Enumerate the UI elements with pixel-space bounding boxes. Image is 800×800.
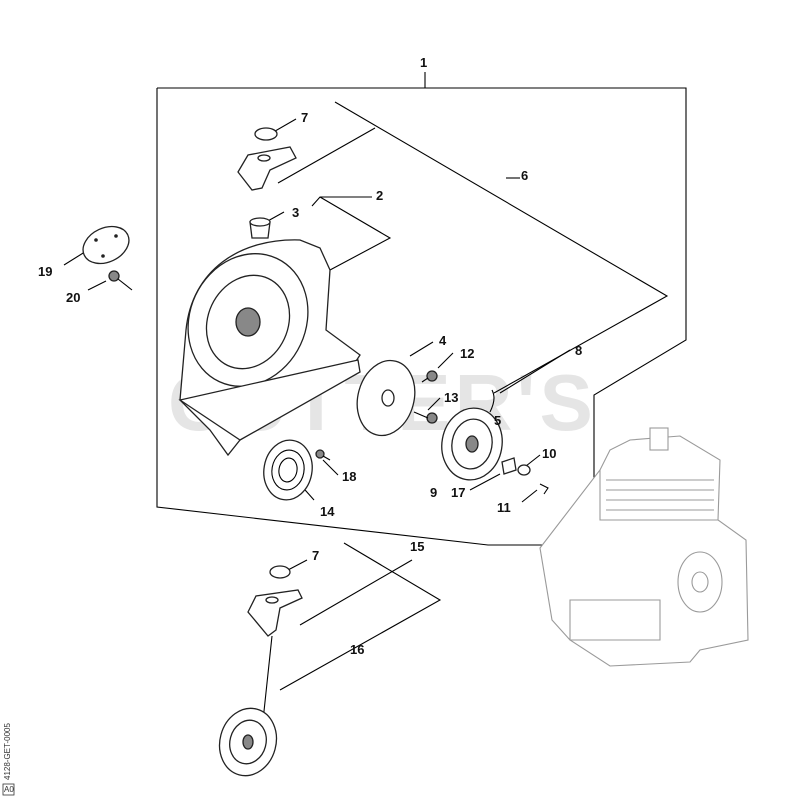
callout-17: 17 (451, 485, 465, 500)
starter-handle-lower (247, 565, 303, 637)
callout-6: 6 (521, 168, 528, 183)
callout-9: 9 (430, 485, 437, 500)
engine-block (539, 427, 749, 667)
callout-11: 11 (497, 500, 511, 515)
leader-lines (63, 101, 669, 691)
washer-10 (517, 464, 531, 476)
rope-rotor-lower (218, 707, 278, 777)
rope-guide-bushing (249, 217, 271, 239)
cover-plate (82, 225, 130, 265)
callout-4: 4 (439, 333, 447, 348)
drawing-code: 4128-GET-0005 (3, 723, 12, 780)
callout-18: 18 (342, 469, 356, 484)
spring-clip-11 (539, 483, 549, 495)
callout-19: 19 (38, 264, 52, 279)
assembly-boundary (156, 72, 687, 546)
callout-labels: 1 2 3 4 5 6 7 8 9 10 11 12 13 14 15 16 1… (38, 55, 582, 657)
rope-rotor (441, 389, 503, 481)
callout-20: 20 (66, 290, 80, 305)
callout-7: 7 (301, 110, 308, 125)
drawing-reference: 4128-GET-0005 A0 (2, 723, 15, 796)
starter-handle-top (237, 127, 297, 191)
screw-18 (315, 449, 331, 461)
callout-5: 5 (494, 413, 501, 428)
rewind-spring (263, 439, 313, 501)
callout-3: 3 (292, 205, 299, 220)
pulley-washer-plate (356, 359, 416, 437)
callout-13: 13 (444, 390, 458, 405)
callout-1: 1 (420, 55, 427, 70)
plate-screw (108, 270, 133, 291)
pawl (501, 457, 517, 475)
screw-13 (413, 411, 438, 424)
callout-10: 10 (542, 446, 556, 461)
callout-16: 16 (350, 642, 364, 657)
callout-2: 2 (376, 188, 383, 203)
callout-12: 12 (460, 346, 474, 361)
callout-8: 8 (575, 343, 582, 358)
drawing-code-box: A0 (4, 785, 14, 794)
fan-housing (178, 239, 361, 457)
callout-15: 15 (410, 539, 424, 554)
callout-7-lower: 7 (312, 548, 319, 563)
screw-12 (421, 370, 438, 383)
callout-14: 14 (320, 504, 335, 519)
